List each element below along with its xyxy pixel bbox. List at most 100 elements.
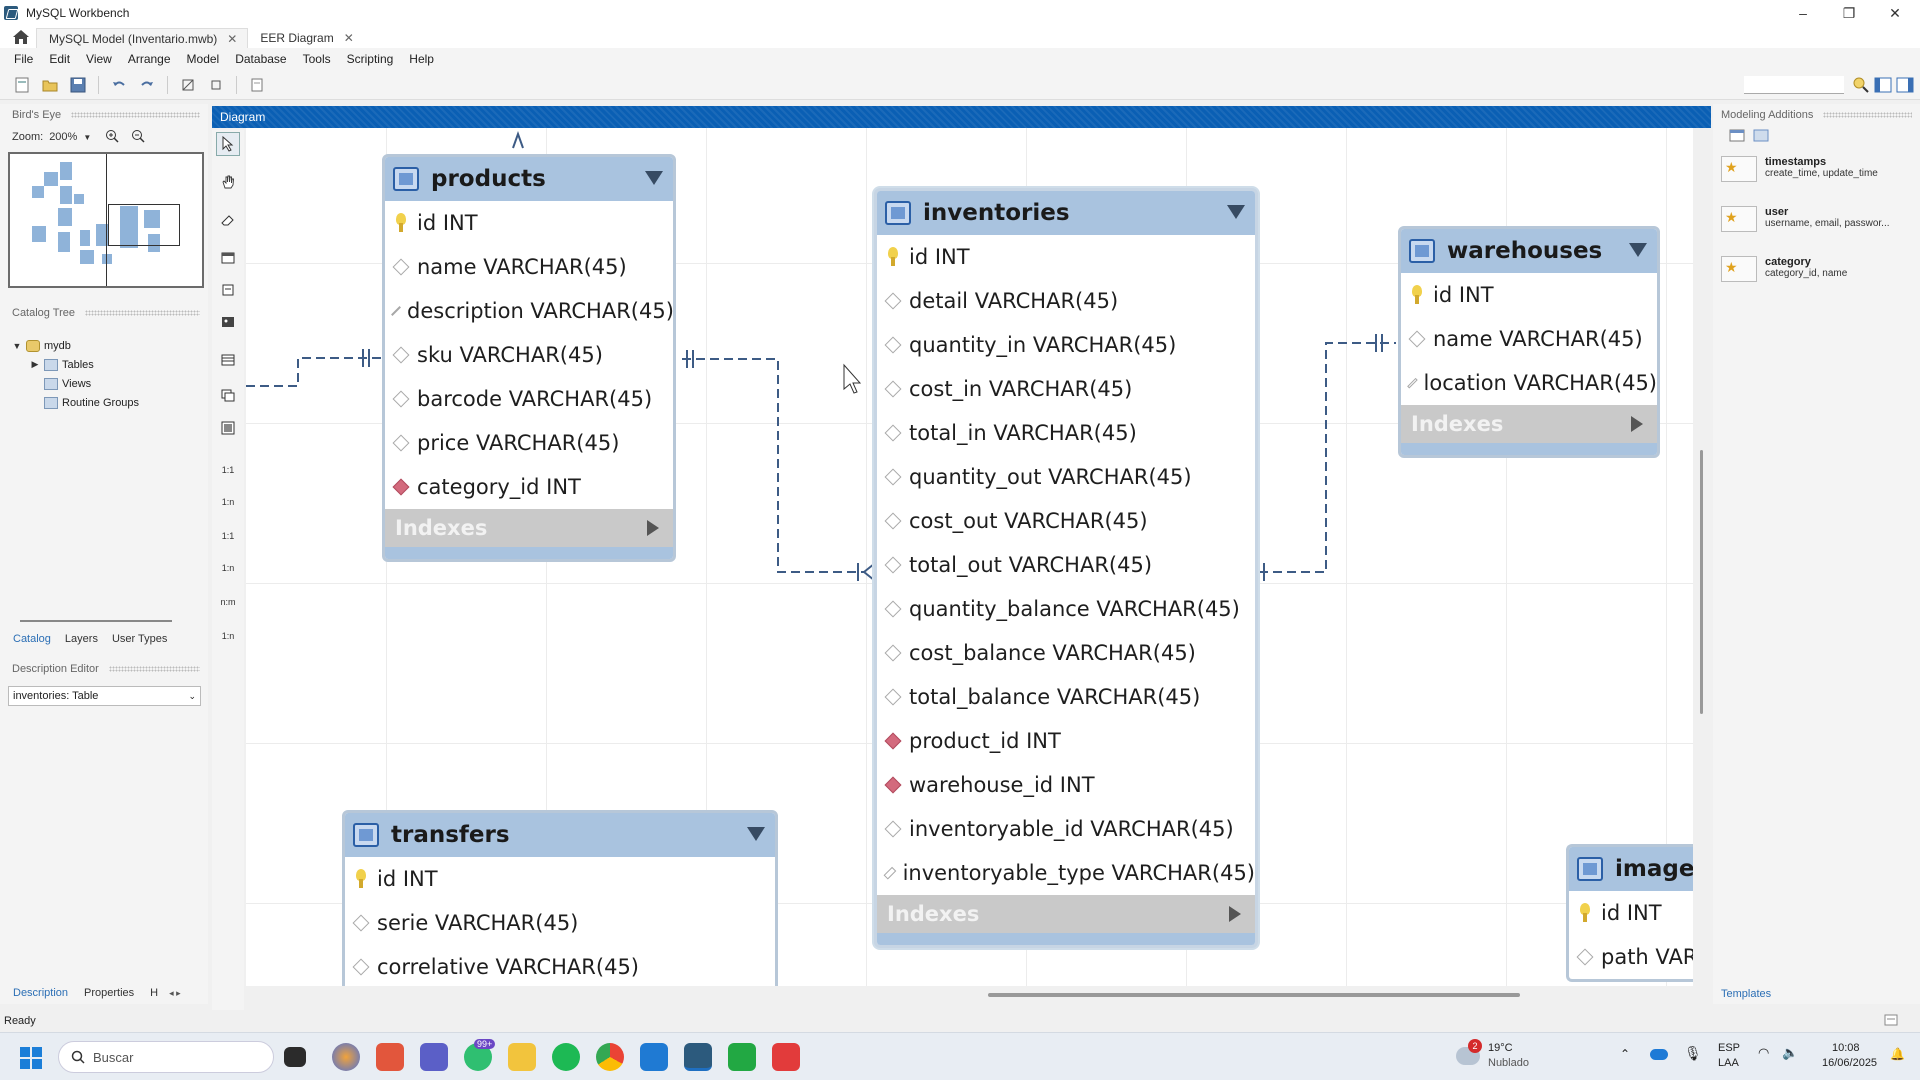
column-row[interactable]: correlative VARCHAR(45) bbox=[345, 945, 775, 986]
tree-item-mydb[interactable]: ▼mydb bbox=[12, 336, 208, 355]
spotify-icon[interactable] bbox=[552, 1043, 580, 1071]
tab-scroll-arrows-icon[interactable]: ◂ ▸ bbox=[169, 987, 181, 998]
expand-triangle-icon[interactable] bbox=[1229, 906, 1241, 922]
column-row[interactable]: total_in VARCHAR(45) bbox=[877, 411, 1255, 455]
new-document-icon[interactable] bbox=[12, 75, 32, 95]
tree-item-routine-groups[interactable]: Routine Groups bbox=[12, 393, 208, 412]
description-object-select[interactable]: inventories: Table ⌄ bbox=[8, 686, 201, 706]
tab-catalog[interactable]: Catalog bbox=[13, 633, 51, 645]
routine-group-tool-icon[interactable] bbox=[216, 416, 240, 440]
volume-icon[interactable]: 🔈 bbox=[1782, 1045, 1799, 1060]
eraser-tool-icon[interactable] bbox=[216, 208, 240, 232]
column-row[interactable]: description VARCHAR(45) bbox=[385, 289, 673, 333]
collapse-triangle-icon[interactable] bbox=[747, 827, 765, 841]
relationship-existing-columns-tool-icon[interactable]: 1:n bbox=[216, 624, 240, 648]
open-folder-icon[interactable] bbox=[40, 75, 60, 95]
column-row[interactable]: price VARCHAR(45) bbox=[385, 421, 673, 465]
menu-view[interactable]: View bbox=[86, 52, 112, 66]
minimize-button[interactable]: – bbox=[1799, 5, 1807, 21]
tree-item-tables[interactable]: ▶Tables bbox=[12, 355, 208, 374]
column-row[interactable]: product_id INT bbox=[877, 719, 1255, 763]
panel-splitter[interactable] bbox=[20, 620, 172, 622]
task-view-icon[interactable] bbox=[284, 1047, 306, 1067]
column-row[interactable]: barcode VARCHAR(45) bbox=[385, 377, 673, 421]
brave-app-icon[interactable] bbox=[376, 1043, 404, 1071]
menu-edit[interactable]: Edit bbox=[49, 52, 71, 66]
diagram-canvas[interactable]: products id INT name VARCHAR(45) descrip… bbox=[246, 128, 1693, 986]
clock-time[interactable]: 10:08 bbox=[1832, 1042, 1860, 1054]
table-inventories[interactable]: inventories id INT detail VARCHAR(45) qu… bbox=[874, 188, 1258, 948]
column-row[interactable]: sku VARCHAR(45) bbox=[385, 333, 673, 377]
column-row[interactable]: detail VARCHAR(45) bbox=[877, 279, 1255, 323]
tab-templates[interactable]: Templates bbox=[1721, 988, 1772, 1000]
relationship-1-1-tool-icon[interactable]: 1:1 bbox=[216, 458, 240, 482]
column-row[interactable]: id INT bbox=[385, 201, 673, 245]
column-row[interactable]: location VARCHAR(45) bbox=[1401, 361, 1657, 405]
layer-tool-icon[interactable] bbox=[216, 246, 240, 270]
tree-item-views[interactable]: Views bbox=[12, 374, 208, 393]
close-window-button[interactable]: ✕ bbox=[1889, 4, 1901, 21]
birds-eye-minimap[interactable] bbox=[8, 152, 204, 288]
tab-description[interactable]: Description bbox=[13, 987, 69, 999]
collapse-triangle-icon[interactable] bbox=[1629, 243, 1647, 257]
column-row[interactable]: id INT bbox=[1401, 273, 1657, 317]
menu-model[interactable]: Model bbox=[186, 52, 220, 66]
mysql-workbench-taskbar-icon[interactable] bbox=[684, 1043, 712, 1071]
column-row[interactable]: id INT bbox=[345, 857, 775, 901]
tab-properties[interactable]: Properties bbox=[84, 987, 135, 999]
zoom-out-icon[interactable] bbox=[131, 129, 145, 146]
table-warehouses[interactable]: warehouses id INT name VARCHAR(45) locat… bbox=[1398, 226, 1660, 458]
clock-date[interactable]: 16/06/2025 bbox=[1822, 1057, 1878, 1069]
column-row[interactable]: inventoryable_id VARCHAR(45) bbox=[877, 807, 1255, 851]
magnifier-folder-icon[interactable] bbox=[1852, 76, 1870, 94]
column-row[interactable]: category_id INT bbox=[385, 465, 673, 509]
toggle-grid-icon[interactable] bbox=[178, 75, 198, 95]
close-tab-eer-icon[interactable]: ✕ bbox=[343, 31, 354, 45]
undo-icon[interactable] bbox=[109, 75, 129, 95]
tab-eer-diagram[interactable]: EER Diagram ✕ bbox=[248, 28, 363, 48]
file-explorer-icon[interactable] bbox=[508, 1043, 536, 1071]
snippet-library-icon[interactable] bbox=[1753, 129, 1769, 146]
menu-scripting[interactable]: Scripting bbox=[346, 52, 394, 66]
export-icon[interactable] bbox=[247, 75, 267, 95]
microphone-icon[interactable]: 🎙 bbox=[1684, 1045, 1702, 1061]
view-tool-icon[interactable] bbox=[216, 384, 240, 408]
table-warehouses-header[interactable]: warehouses bbox=[1401, 229, 1657, 273]
table-products-header[interactable]: products bbox=[385, 157, 673, 201]
expand-triangle-icon[interactable] bbox=[1631, 416, 1643, 432]
menu-file[interactable]: File bbox=[14, 52, 34, 66]
add-snippet-icon[interactable] bbox=[1729, 129, 1745, 146]
column-row[interactable]: id INT bbox=[877, 235, 1255, 279]
restore-button[interactable]: ❐ bbox=[1842, 4, 1856, 21]
table-transfers[interactable]: transfers id INT serie VARCHAR(45) corre… bbox=[342, 810, 778, 986]
tab-history[interactable]: H bbox=[150, 987, 159, 999]
indexes-section[interactable]: Indexes bbox=[877, 895, 1255, 933]
output-panel-icon[interactable] bbox=[1884, 1014, 1898, 1029]
collapse-triangle-icon[interactable] bbox=[645, 171, 663, 185]
column-row[interactable]: cost_out VARCHAR(45) bbox=[877, 499, 1255, 543]
table-images[interactable]: image id INT path VARC bbox=[1566, 844, 1693, 982]
relationship-1-n-identifying-tool-icon[interactable]: 1:n bbox=[216, 556, 240, 580]
table-inventories-header[interactable]: inventories bbox=[877, 191, 1255, 235]
indexes-section[interactable]: Indexes bbox=[1401, 405, 1657, 443]
teams-icon[interactable] bbox=[420, 1043, 448, 1071]
expand-triangle-icon[interactable] bbox=[647, 520, 659, 536]
taskbar-search-box[interactable]: Buscar bbox=[58, 1041, 274, 1073]
column-row[interactable]: path VARC bbox=[1569, 935, 1693, 979]
green-app-icon[interactable] bbox=[728, 1043, 756, 1071]
column-row[interactable]: cost_in VARCHAR(45) bbox=[877, 367, 1255, 411]
zoom-select[interactable]: 200%▼ bbox=[49, 131, 91, 143]
copilot-icon[interactable] bbox=[332, 1043, 360, 1071]
hand-tool-icon[interactable] bbox=[216, 170, 240, 194]
column-row[interactable]: quantity_in VARCHAR(45) bbox=[877, 323, 1255, 367]
close-tab-model-icon[interactable]: ✕ bbox=[227, 31, 238, 46]
table-tool-icon[interactable] bbox=[216, 348, 240, 372]
table-transfers-header[interactable]: transfers bbox=[345, 813, 775, 857]
column-row[interactable]: total_out VARCHAR(45) bbox=[877, 543, 1255, 587]
select-tool-icon[interactable] bbox=[216, 132, 240, 156]
toolbar-search-input[interactable] bbox=[1744, 76, 1844, 94]
vscode-icon[interactable] bbox=[640, 1043, 668, 1071]
expand-arrow-icon[interactable]: ▼ bbox=[12, 340, 22, 351]
horizontal-scrollbar[interactable] bbox=[988, 993, 1520, 997]
